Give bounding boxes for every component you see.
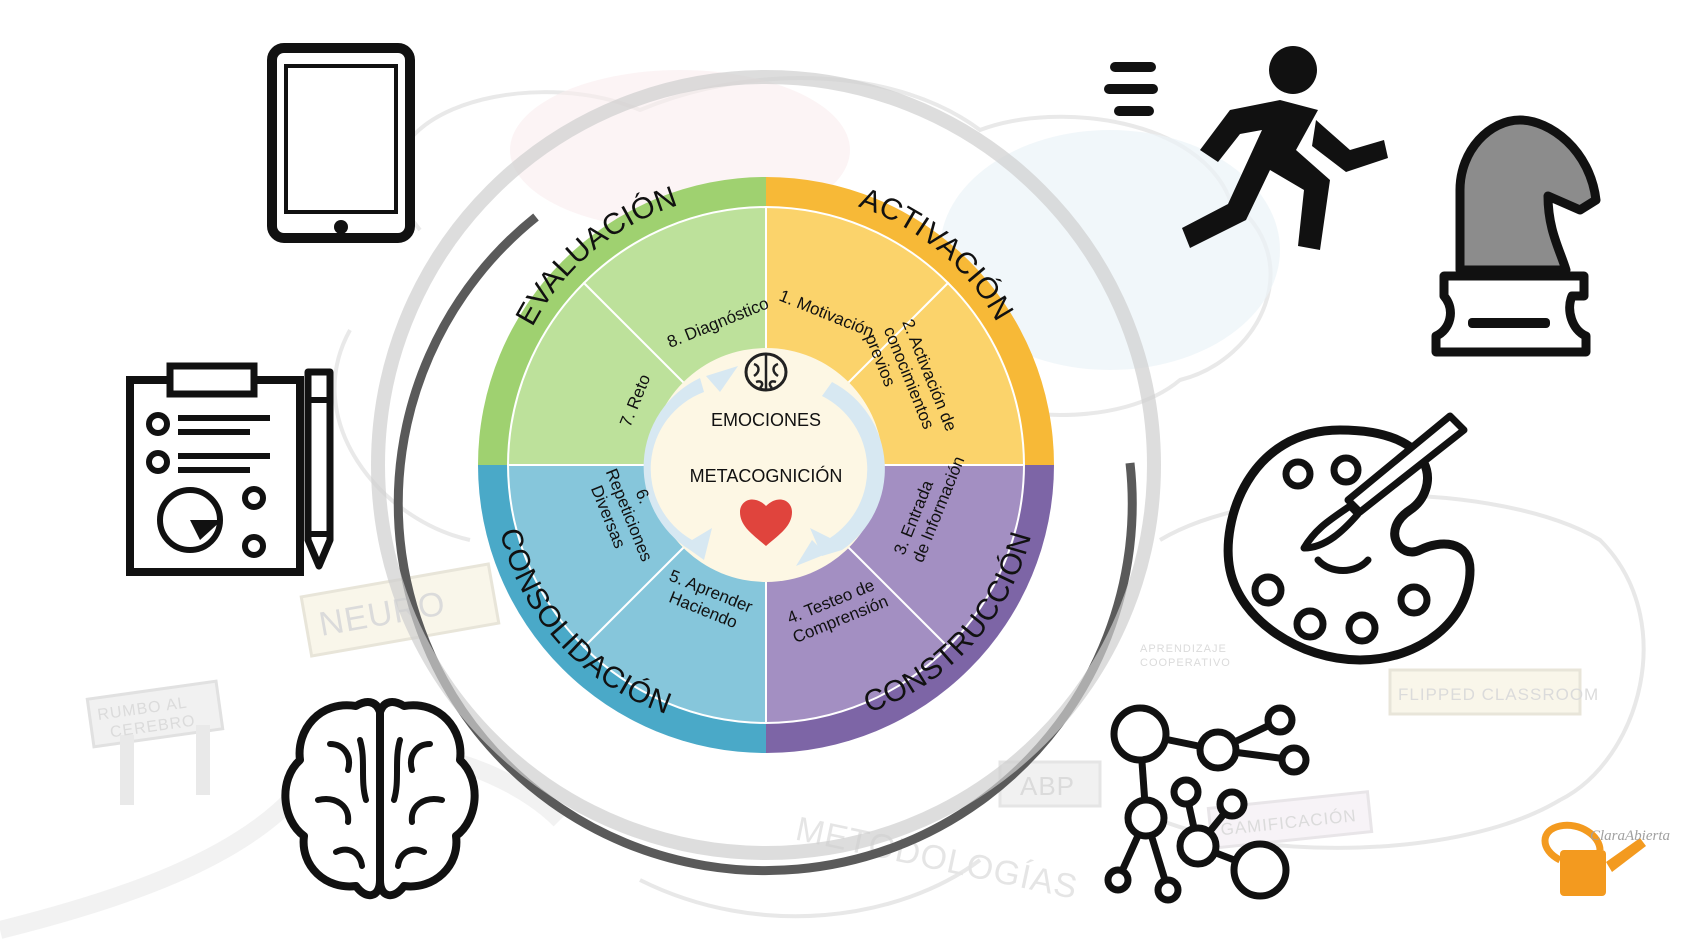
logo-text: ClaraAbierta [1590, 828, 1670, 844]
chess-knight-icon [1431, 115, 1601, 357]
sign-rumbo-al-cerebro: RUMBO AL CEREBRO [85, 679, 225, 805]
sign-aprendizaje-cooperativo: APRENDIZAJE COOPERATIVO [1140, 643, 1231, 669]
art-palette-icon [1223, 412, 1475, 665]
svg-text:COOPERATIVO: COOPERATIVO [1140, 657, 1231, 669]
core-heart-icon [740, 499, 792, 546]
sign-abp: ABP [998, 760, 1102, 808]
cycle-arrows [643, 366, 885, 566]
tablet-icon [267, 43, 415, 243]
checklist-clipboard-icon [126, 362, 334, 576]
brain-icon [281, 698, 479, 899]
core-label-emociones: EMOCIONES [711, 410, 821, 430]
running-person-icon [1104, 46, 1388, 250]
outer-grey-ring [371, 70, 1161, 860]
svg-text:APRENDIZAJE: APRENDIZAJE [1140, 643, 1227, 655]
svg-text:6.: 6. [632, 486, 655, 506]
sign-flipped-classroom: FLIPPED CLASSROOM [1388, 668, 1599, 716]
watering-can-logo: ClaraAbierta [1541, 821, 1670, 896]
svg-text:FLIPPED CLASSROOM: FLIPPED CLASSROOM [1398, 685, 1599, 704]
svg-text:ABP: ABP [1020, 771, 1075, 801]
core-circle [649, 348, 883, 582]
network-nodes-icon [1104, 704, 1310, 904]
core-label-metacognicion: METACOGNICIÓN [690, 465, 843, 486]
core-brain-icon [744, 352, 788, 392]
